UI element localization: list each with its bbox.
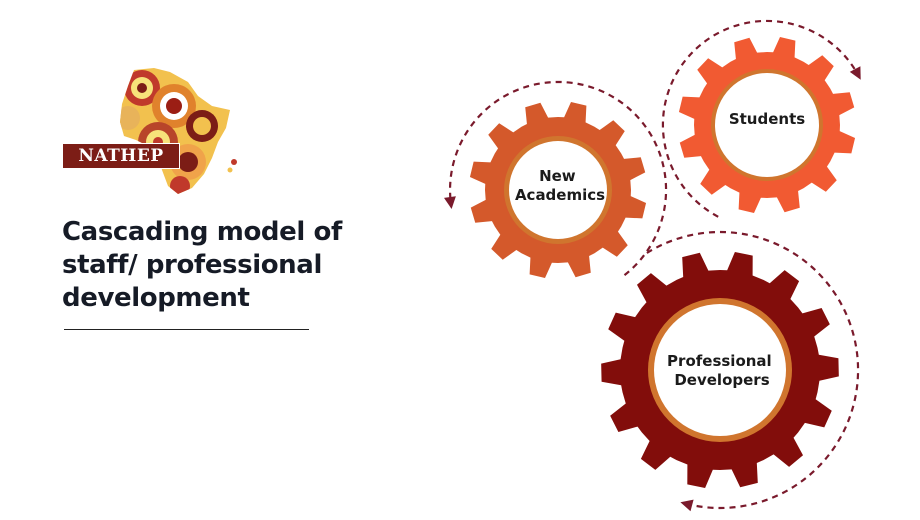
new-academics-arrowhead-icon — [444, 196, 456, 209]
professional-developers-arrowhead-icon — [680, 499, 694, 512]
page-title: Cascading model of staff/ professional d… — [62, 216, 392, 315]
new-academics-gear-center — [509, 141, 607, 239]
madagascar-dot — [227, 167, 233, 173]
students-arrowhead-icon — [849, 66, 861, 80]
cycle-arrows — [444, 19, 861, 512]
professional-developers-gear-center — [654, 304, 786, 436]
students-label: Students — [729, 110, 805, 128]
title-line-1: Cascading model of — [62, 217, 342, 247]
new-academics-arc — [448, 80, 668, 276]
professional-developers-label: Professional Developers — [667, 352, 777, 389]
nathep-logo: NATHEP — [62, 66, 252, 196]
students-gear-center — [715, 73, 819, 177]
title-line-3: development — [62, 283, 250, 313]
title-underline — [64, 329, 309, 330]
gear-labels: New Academics Students Professional Deve… — [515, 110, 805, 389]
new-academics-label: New Academics — [515, 167, 605, 204]
title-line-2: staff/ professional — [62, 250, 322, 280]
nathep-badge: NATHEP — [62, 143, 180, 169]
students-arc — [661, 19, 860, 218]
madagascar-dot — [231, 159, 237, 165]
gears-group — [469, 36, 856, 489]
